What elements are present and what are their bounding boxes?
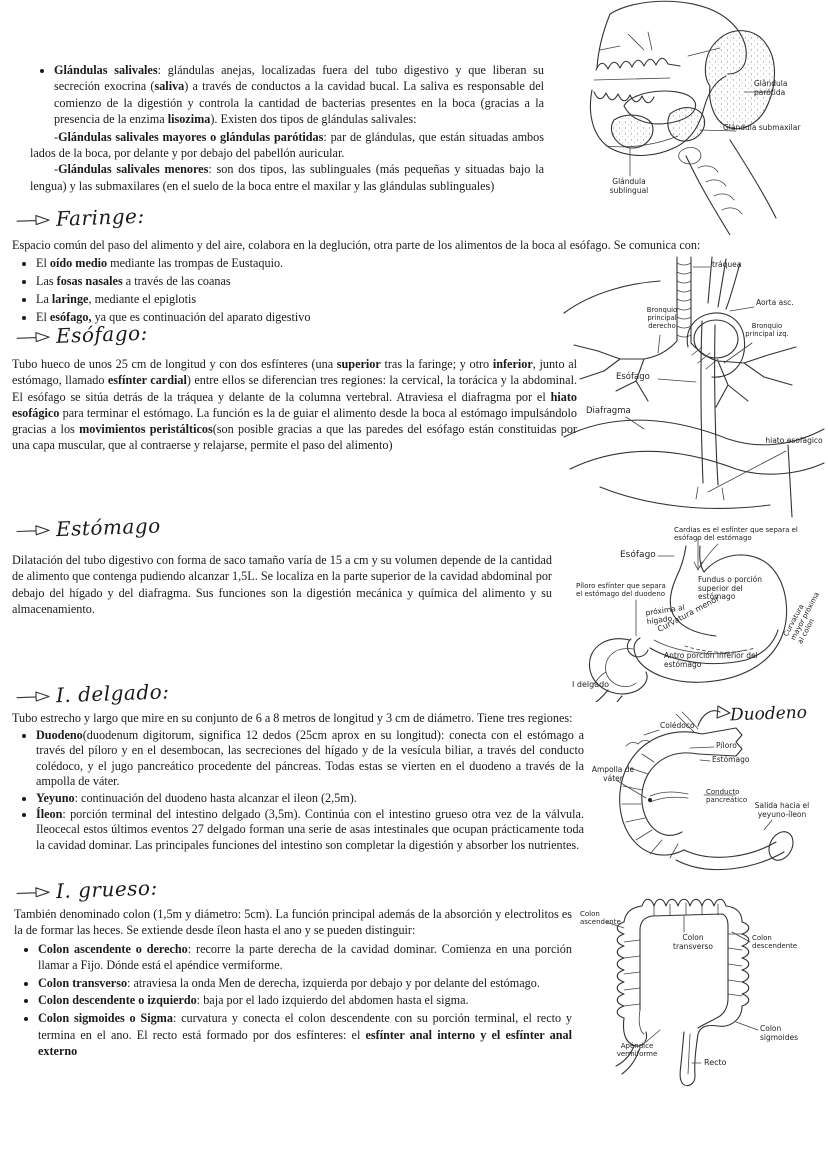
label-apendice: Apéndice vermiforme (616, 1042, 658, 1059)
salivales-menores-paragraph: -Glándulas salivales menores: son dos ti… (30, 162, 544, 193)
label-colon-ascendente: Colon ascendente (580, 910, 621, 927)
heading-text: I. delgado: (55, 679, 170, 708)
list-item: Íleon: porción terminal del intestino de… (36, 807, 584, 853)
label-estomago: Estómago (712, 755, 750, 764)
label-colon-transverso: Colon transverso (673, 933, 713, 951)
section-estomago: Dilatación del tubo digestivo con forma … (12, 552, 552, 617)
esofago-paragraph: Tubo hueco de unos 25 cm de longitud y c… (12, 357, 577, 453)
figure-salivary-glands: Glándula parótida Glándula submaxilar Gl… (540, 0, 828, 235)
label-salida-yeyuno: Salida hacia el yeyuno-íleon (754, 801, 810, 819)
heading-text: Faringe: (55, 203, 146, 231)
label-parotida: Glándula parótida (754, 79, 788, 97)
label-esofago-estomago: Esófago (620, 550, 656, 560)
section-grueso: También denominado colon (1,5m y diámetr… (14, 906, 572, 1061)
label-recto: Recto (704, 1058, 727, 1067)
list-item: Glándulas salivales: glándulas anejas, l… (54, 62, 544, 127)
delgado-list: Duodeno(duodenum digitorum, significa 12… (12, 728, 584, 853)
heading-text: Esófago: (55, 320, 149, 348)
section-delgado: Tubo estrecho y largo que mire en su con… (12, 711, 584, 854)
label-antro: Antro porción inferior del estómago (664, 651, 758, 669)
list-item: Colon transverso: atraviesa la onda Men … (38, 975, 572, 991)
label-cardias: Cardias es el esfínter que separa el esó… (674, 526, 798, 543)
heading-text: I. grueso: (55, 875, 159, 904)
arrow-icon (16, 887, 50, 898)
figure-stomach: Cardias es el esfínter que separa el esó… (570, 522, 828, 702)
grueso-intro: También denominado colon (1,5m y diámetr… (14, 907, 572, 938)
faringe-intro: Espacio común del paso del alimento y de… (12, 238, 701, 252)
heading-delgado: I. delgado: (16, 679, 170, 708)
colon-illustration (605, 898, 759, 1087)
heading-faringe: Faringe: (16, 204, 145, 232)
duodeno-title: Duodeno (729, 702, 808, 726)
faringe-list: El oído medio mediante las trompas de Eu… (12, 255, 596, 325)
label-colon-sigmoides: Colon sigmoides (760, 1024, 799, 1042)
skull-illustration (589, 0, 777, 235)
salivales-mayores-paragraph: -Glándulas salivales mayores o glándulas… (30, 129, 544, 160)
label-bronquio-izquierdo: Bronquio principal izq. (745, 322, 789, 338)
list-item: El esófago, ya que es continuación del a… (36, 309, 596, 325)
label-ampolla: Ampolla de váter (591, 765, 635, 783)
figure-duodenum: Duodeno Colédoco Píloro Estómago Ampolla… (590, 698, 828, 883)
list-item: Las fosas nasales a través de las coanas (36, 273, 596, 289)
label-diafragma: Diafragma (586, 406, 631, 416)
grueso-list: Colon ascendente o derecho: recorre la p… (14, 941, 572, 1060)
list-item: Yeyuno: continuación del duodeno hasta a… (36, 791, 584, 806)
figure-colon: Colon ascendente Colon transverso Colon … (580, 882, 828, 1107)
section-faringe: Espacio común del paso del alimento y de… (12, 237, 818, 326)
label-piloro: Píloro (716, 741, 737, 750)
label-coledoco: Colédoco (660, 721, 695, 730)
list-item: La laringe, mediante el epiglotis (36, 291, 596, 307)
list-item: Colon sigmoides o Sigma: curvatura y con… (38, 1010, 572, 1059)
arrow-icon (16, 691, 50, 702)
label-submaxilar: Glándula submaxilar (723, 123, 801, 132)
salivales-list: Glándulas salivales: glándulas anejas, l… (30, 62, 544, 127)
heading-estomago: Estómago (16, 513, 161, 542)
label-esofago: Esófago (616, 372, 650, 382)
label-colon-descendente: Colon descendente (752, 934, 798, 951)
figure-esophagus: tráquea Aorta asc. Bronquio principal de… (560, 255, 828, 520)
label-sublingual: Glándula sublingual (609, 177, 649, 195)
heading-esofago: Esófago: (16, 320, 149, 350)
list-item: Colon descendente o izquierdo: baja por … (38, 992, 572, 1008)
arrow-icon (16, 525, 50, 536)
section-esofago: Tubo hueco de unos 25 cm de longitud y c… (12, 356, 577, 454)
label-bronquio-derecho: Bronquio principal derecho (646, 306, 678, 330)
label-piloro-estomago: Píloro esfínter que separa el estómago d… (576, 582, 666, 599)
label-i-delgado: I delgado (572, 680, 610, 689)
label-hiato: hiato esofágico (765, 436, 823, 445)
label-traquea: tráquea (712, 260, 742, 269)
label-aorta: Aorta asc. (756, 298, 794, 307)
arrow-icon (16, 214, 50, 226)
label-fundus: Fundus o porción superior del estómago (698, 575, 763, 602)
duodenum-illustration (615, 705, 794, 871)
arrow-icon (16, 332, 50, 343)
list-item: El oído medio mediante las trompas de Eu… (36, 255, 596, 271)
label-conducto-pancreatico: Conducto pancreático (706, 788, 748, 805)
list-item: Colon ascendente o derecho: recorre la p… (38, 941, 572, 974)
heading-text: Estómago (55, 513, 162, 542)
section-glandulas-salivales: Glándulas salivales: glándulas anejas, l… (30, 62, 544, 194)
heading-grueso: I. grueso: (16, 876, 159, 905)
delgado-intro: Tubo estrecho y largo que mire en su con… (12, 711, 573, 725)
estomago-paragraph: Dilatación del tubo digestivo con forma … (12, 553, 552, 616)
stomach-illustration (588, 537, 788, 702)
list-item: Duodeno(duodenum digitorum, significa 12… (36, 728, 584, 789)
esophagus-illustration (563, 256, 825, 518)
